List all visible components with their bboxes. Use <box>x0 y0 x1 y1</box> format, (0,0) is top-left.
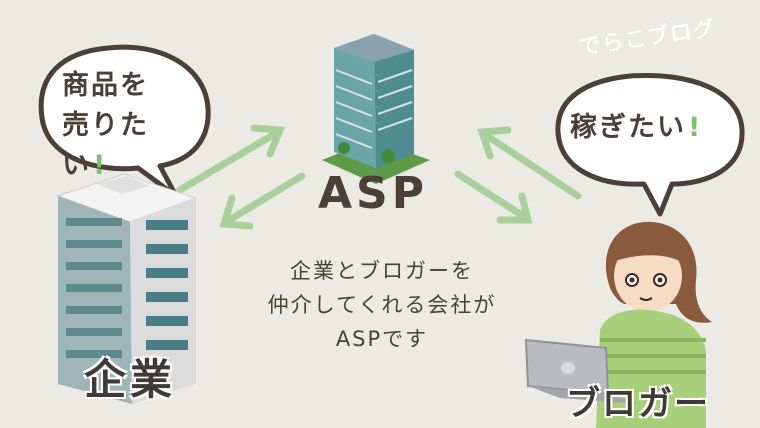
asp-label: ASP <box>318 168 428 219</box>
arrow-company-to-asp <box>176 124 286 194</box>
asp-building-icon <box>322 34 430 184</box>
company-speech-line-2: 売りたい! <box>62 106 192 186</box>
company-speech-text: 商品を 売りたい! <box>62 66 192 186</box>
arrow-blogger-to-asp <box>477 126 582 200</box>
company-label: 企業 <box>84 355 177 404</box>
company-speech-line-1: 商品を <box>62 70 149 101</box>
company-speech-line-2-text: 売りたい <box>62 110 149 181</box>
laptop-icon <box>524 338 640 404</box>
blogger-speech-text: 稼ぎたい! <box>570 108 730 148</box>
speech-bubble-blogger <box>555 72 745 217</box>
caption: 企業とブロガーを 仲介してくれる会社が ASPです <box>232 254 532 356</box>
company-exclamation: ! <box>93 150 108 181</box>
blogger-label: ブロガー <box>566 384 710 424</box>
arrows <box>176 124 582 230</box>
blogger-speech-line: 稼ぎたい <box>570 112 686 143</box>
caption-line-3: ASPです <box>335 327 429 351</box>
blogger-exclamation: ! <box>688 112 703 143</box>
caption-line-2: 仲介してくれる会社が <box>267 293 497 317</box>
caption-line-1: 企業とブロガーを <box>290 259 474 283</box>
speech-bubble-company <box>38 44 211 199</box>
blogger-character-icon <box>596 221 712 428</box>
arrow-asp-to-company <box>219 172 306 230</box>
arrow-asp-to-blogger <box>454 170 533 224</box>
company-building-icon <box>56 173 198 404</box>
